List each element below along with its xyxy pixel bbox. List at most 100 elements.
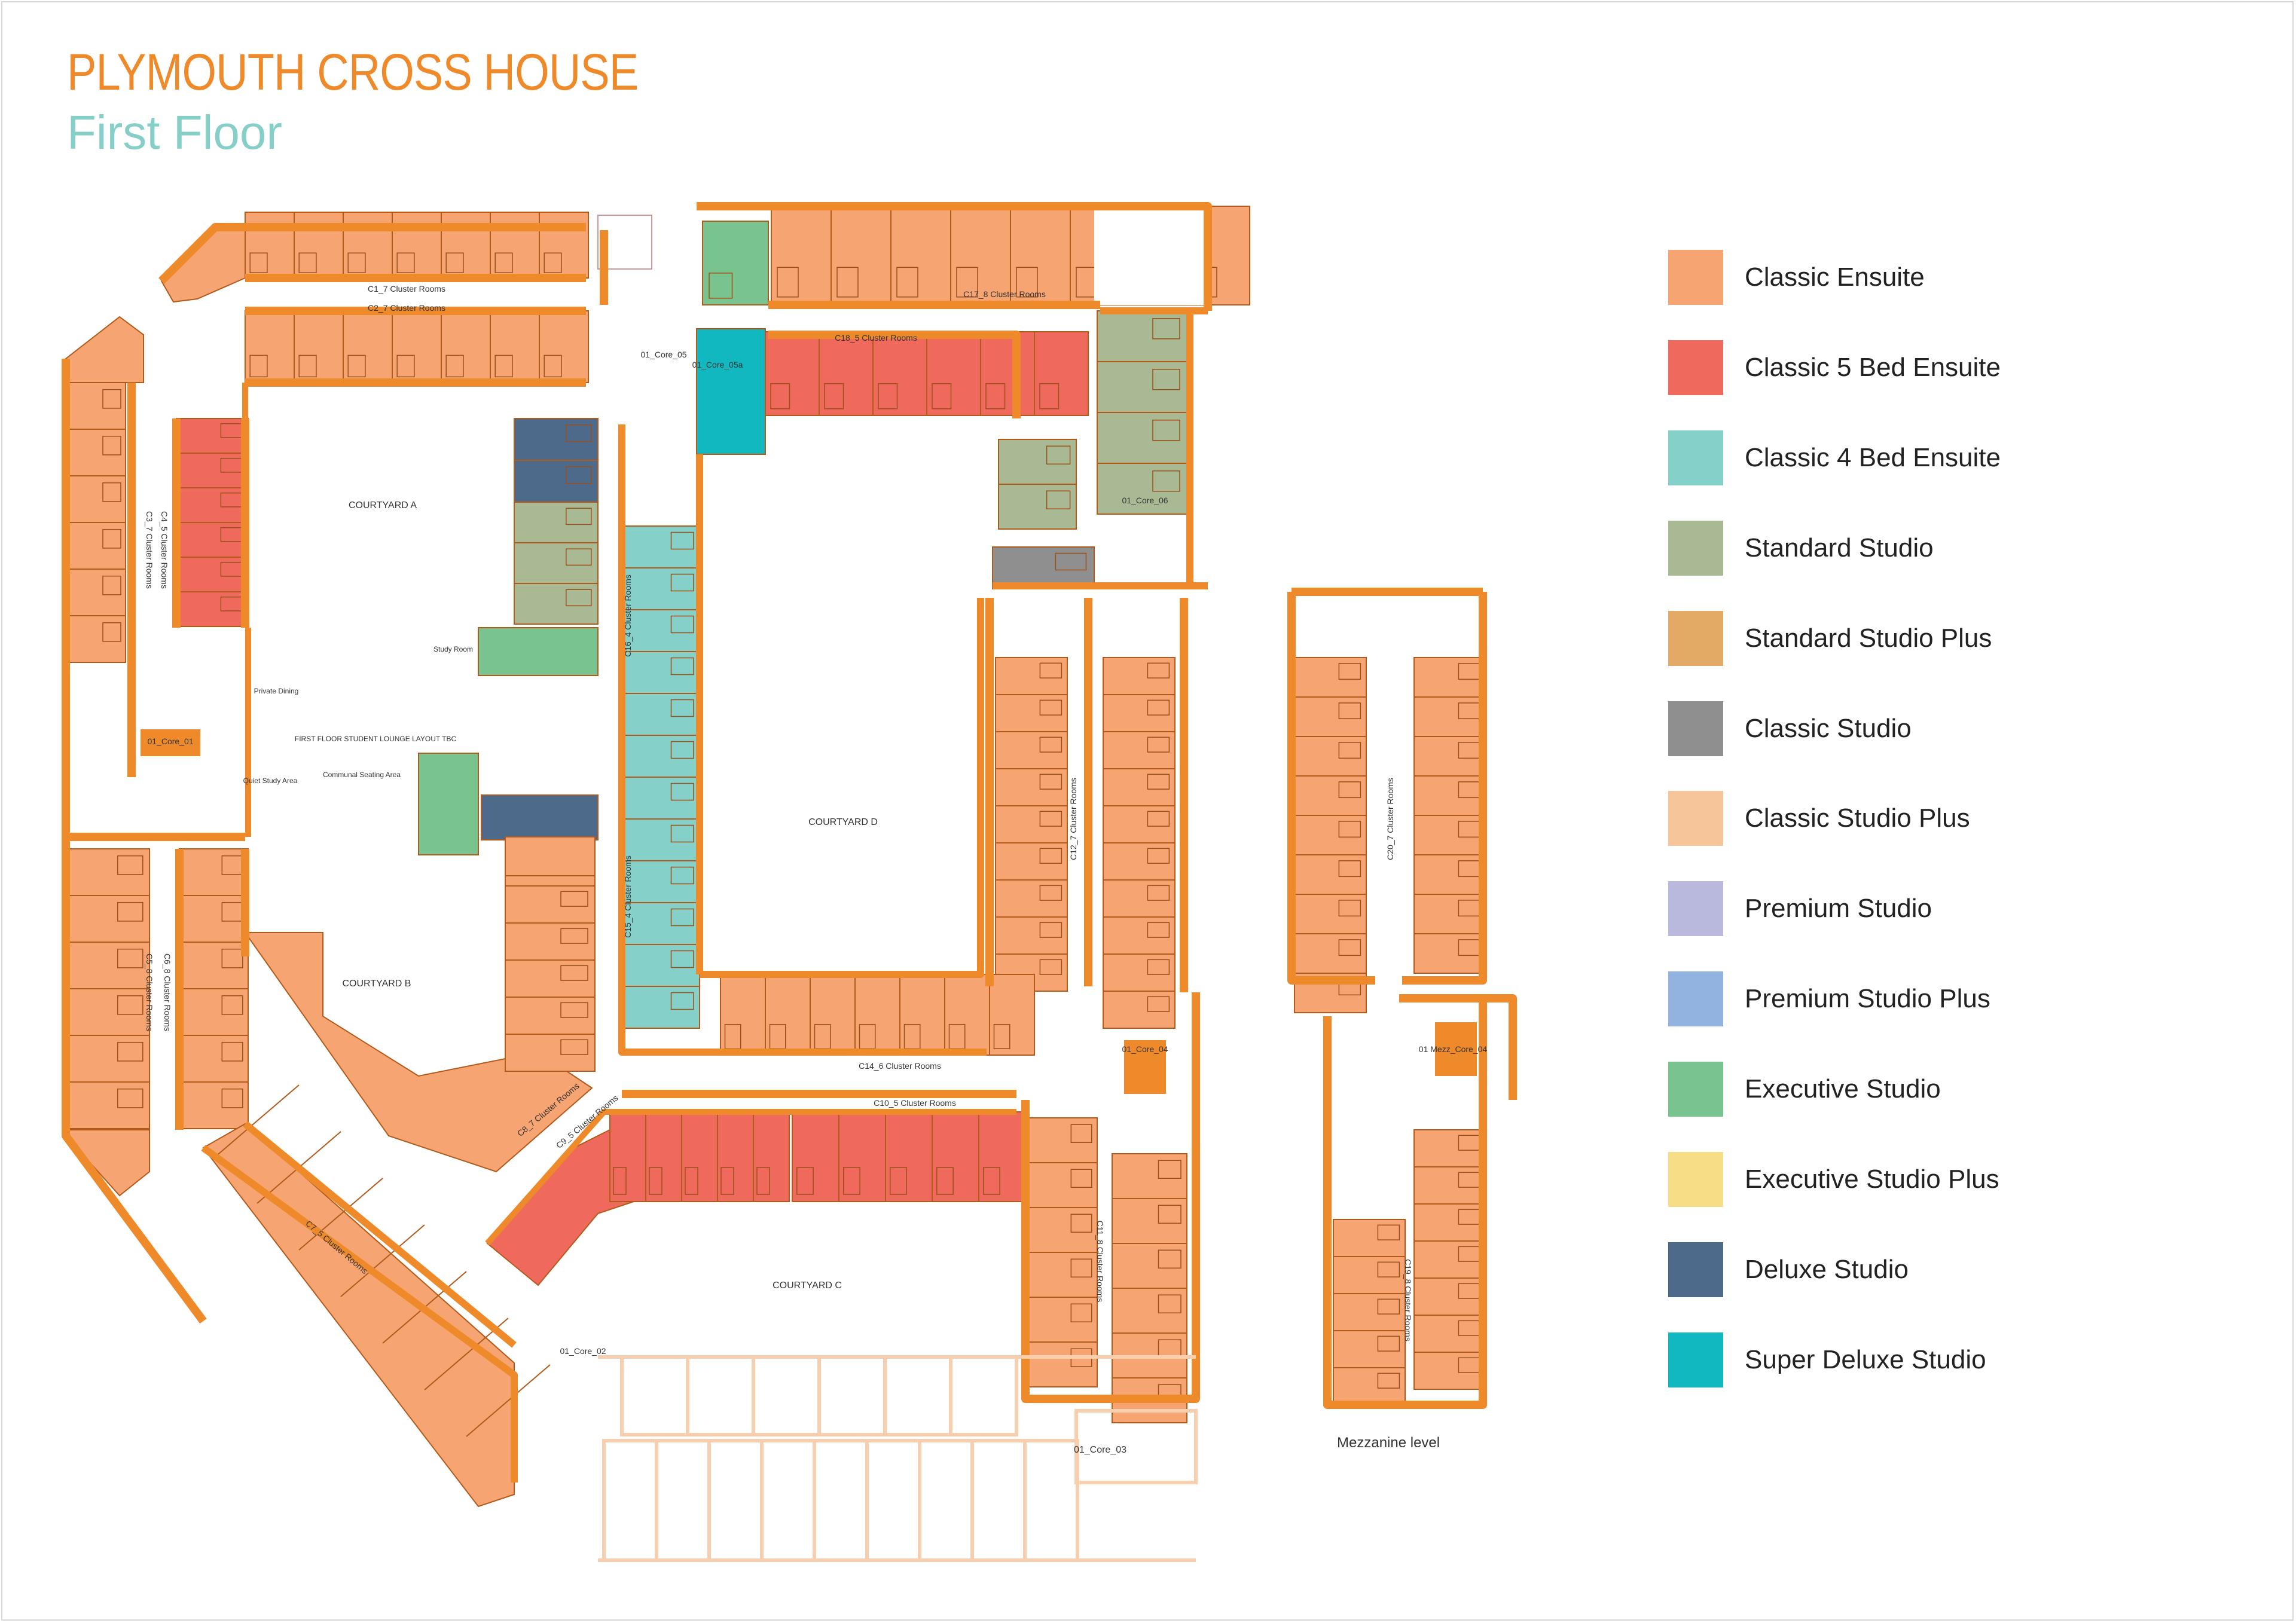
- ensuite-outline: [1338, 939, 1361, 956]
- c13-room: [1103, 768, 1176, 806]
- c5-room: [65, 1035, 150, 1083]
- map-label: C11_8 Cluster Rooms: [1095, 1221, 1105, 1303]
- c2-room: [392, 310, 442, 383]
- ensuite-outline: [1039, 736, 1062, 753]
- faded-room: [865, 1439, 921, 1562]
- classic-4-bed-room: [624, 860, 700, 903]
- c14-room: [854, 974, 900, 1056]
- ensuite-outline: [566, 466, 592, 484]
- map-label: C6_8 Cluster Rooms: [163, 953, 172, 1031]
- faded-room: [817, 1355, 887, 1436]
- map-label: 01_Core_01: [147, 736, 193, 746]
- c1-room: [343, 212, 393, 279]
- map-label: C18_5 Cluster Rooms: [835, 333, 917, 343]
- map-label: C17_8 Cluster Rooms: [963, 289, 1046, 299]
- ensuite-outline: [670, 866, 694, 885]
- c14-room: [944, 974, 990, 1056]
- ensuite-outline: [102, 528, 121, 549]
- c8-room: [505, 922, 596, 961]
- ensuite-outline: [560, 1002, 588, 1018]
- ensuite-outline: [756, 1167, 770, 1195]
- c20-room-left: [1294, 696, 1367, 737]
- c14-room: [989, 974, 1035, 1056]
- map-label: C14_6 Cluster Rooms: [859, 1061, 941, 1071]
- legend-item: Classic 5 Bed Ensuite: [1668, 340, 2206, 395]
- ensuite-outline: [445, 354, 464, 378]
- ensuite-outline: [102, 482, 121, 502]
- c14-room: [899, 974, 945, 1056]
- legend-label: Super Deluxe Studio: [1745, 1344, 1986, 1374]
- ensuite-outline: [298, 354, 317, 378]
- ensuite-outline: [956, 267, 978, 298]
- faded-room: [752, 1355, 821, 1436]
- c20-room-left: [1294, 736, 1367, 777]
- legend-item: Deluxe Studio: [1668, 1242, 2206, 1297]
- room-divider: [215, 1084, 300, 1157]
- c13-room: [1103, 694, 1176, 732]
- wall-segment: [485, 1109, 1016, 1246]
- wall-segment: [622, 992, 1200, 1403]
- faded-room: [918, 1439, 974, 1562]
- legend-label: Deluxe Studio: [1745, 1254, 1909, 1284]
- c17-room: [890, 206, 951, 305]
- legend-label: Standard Studio Plus: [1745, 623, 1992, 653]
- c10-left-room: [645, 1111, 682, 1202]
- deluxe-studio: [514, 418, 599, 461]
- ensuite-outline: [117, 948, 144, 968]
- wall-segment: [62, 359, 249, 1324]
- legend-label: Classic 5 Bed Ensuite: [1745, 352, 2001, 382]
- c20-room-right: [1413, 657, 1486, 698]
- wall-segment: [985, 598, 1188, 992]
- ensuite-outline: [1039, 959, 1062, 975]
- c19-room-left: [1333, 1293, 1406, 1331]
- ensuite-outline: [1338, 900, 1361, 917]
- legend-swatch: [1668, 520, 1723, 576]
- c18-room: [1034, 331, 1089, 416]
- ensuite-outline: [1070, 1124, 1092, 1143]
- ensuite-outline: [102, 575, 121, 595]
- c1-room: [490, 212, 540, 279]
- c10-room: [792, 1111, 839, 1202]
- legend-label: Classic Studio Plus: [1745, 803, 1970, 833]
- c18-room: [926, 331, 981, 416]
- map-label: Communal Seating Area: [323, 771, 401, 779]
- ensuite-outline: [670, 615, 694, 634]
- ensuite-outline: [1377, 1298, 1400, 1315]
- ensuite-outline: [670, 573, 694, 592]
- ensuite-outline: [649, 1167, 662, 1195]
- map-label: 01_Core_02: [560, 1346, 606, 1356]
- ensuite-outline: [1070, 1258, 1092, 1277]
- legend-swatch: [1668, 881, 1723, 937]
- c8-room: [505, 1034, 596, 1072]
- map-label: C15_4 Cluster Rooms: [623, 855, 633, 938]
- c20-room-right: [1413, 815, 1486, 855]
- ensuite-outline: [1338, 781, 1361, 799]
- c12-room: [995, 879, 1068, 918]
- room-divider: [340, 1224, 425, 1297]
- ensuite-outline: [1039, 922, 1062, 938]
- c18-room: [819, 331, 874, 416]
- legend-label: Classic Ensuite: [1745, 262, 1925, 292]
- ensuite-outline: [1147, 885, 1170, 901]
- wall-segment: [618, 424, 987, 1056]
- room-divider: [466, 1364, 551, 1437]
- ensuite-outline: [1147, 699, 1170, 716]
- ensuite-outline: [613, 1167, 627, 1195]
- ensuite-outline: [544, 354, 562, 378]
- ensuite-outline: [1147, 811, 1170, 827]
- ensuite-outline: [777, 267, 799, 298]
- ensuite-outline: [1377, 1261, 1400, 1277]
- ensuite-outline: [1158, 1294, 1181, 1313]
- c13-room: [1103, 731, 1176, 769]
- standard-studio: [514, 583, 599, 625]
- deluxe-studio: [514, 460, 599, 503]
- c10-room: [932, 1111, 979, 1202]
- ensuite-outline: [445, 252, 464, 273]
- c12-room: [995, 768, 1068, 806]
- c10-left-room: [681, 1111, 718, 1202]
- ensuite-outline: [566, 424, 592, 442]
- c19-room-left: [1333, 1256, 1406, 1294]
- c2-room: [343, 310, 393, 383]
- ensuite-outline: [670, 531, 694, 550]
- ensuite-outline: [117, 1088, 144, 1108]
